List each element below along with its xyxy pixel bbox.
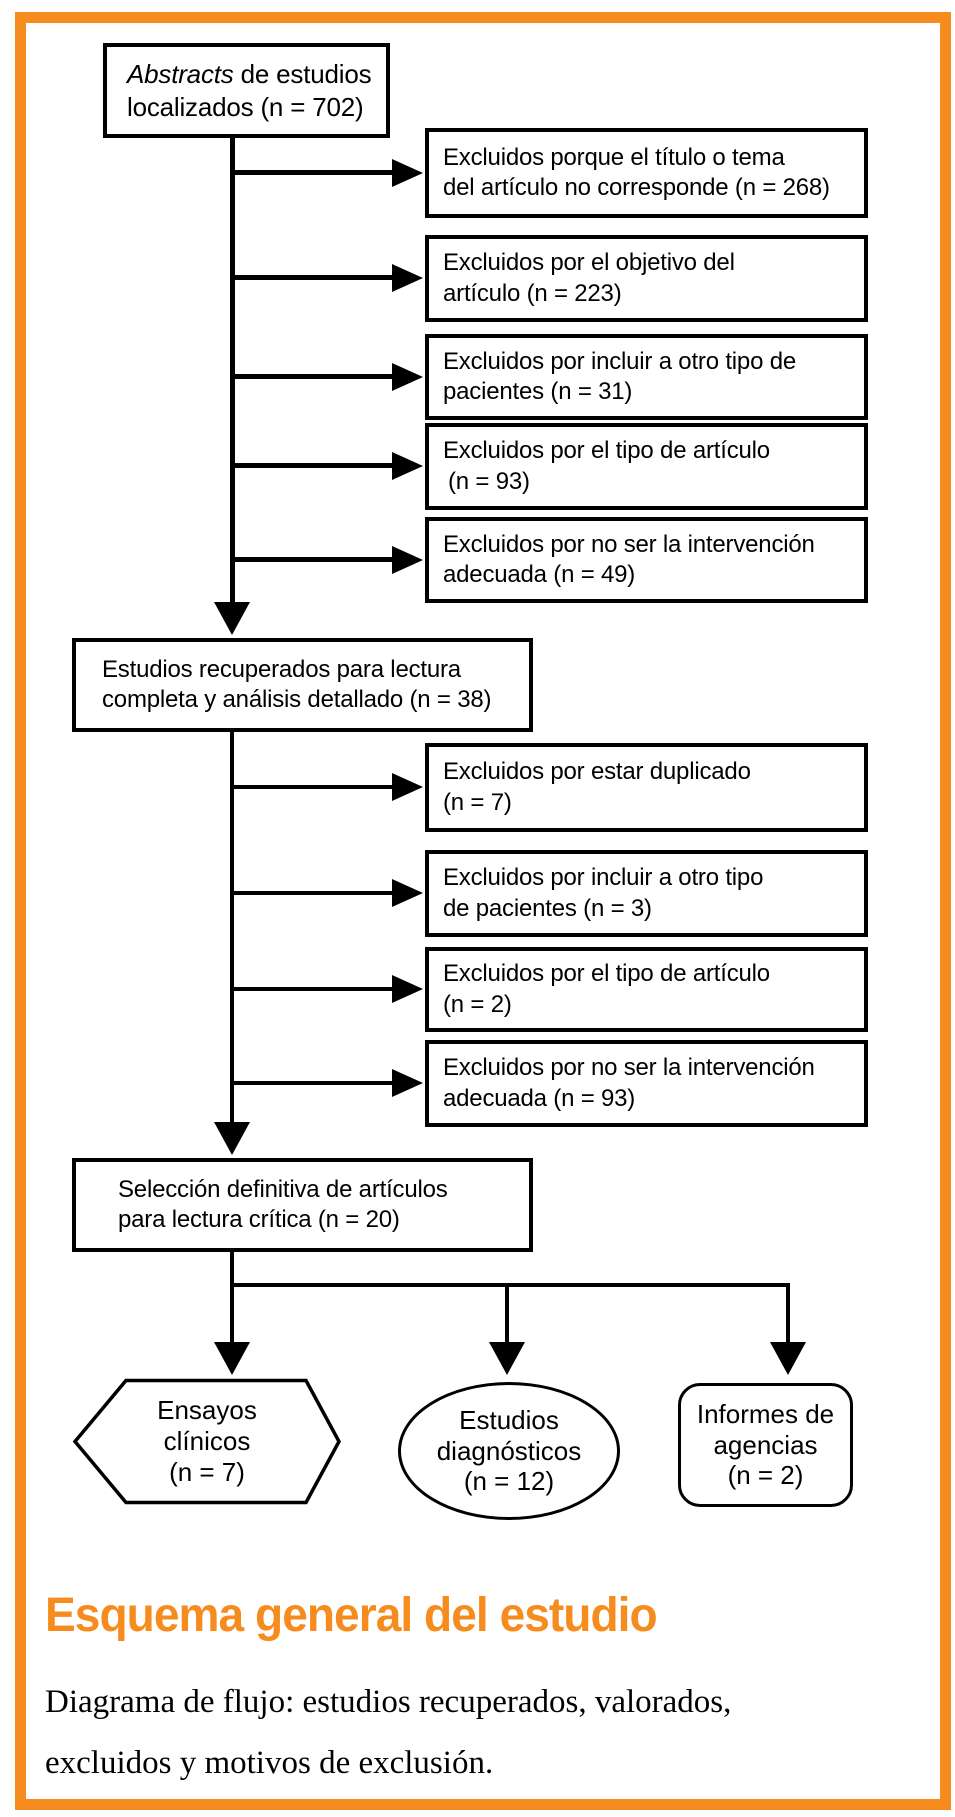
arrowhead-right — [392, 773, 423, 801]
node-text-line: Abstracts de estudios — [127, 58, 386, 91]
node-text-line: localizados (n = 702) — [127, 91, 364, 122]
node-text-line: Excluidos porque el título o tema — [443, 143, 785, 171]
arrowhead-right — [392, 879, 423, 907]
connector-horizontal — [230, 1283, 790, 1287]
arrowhead-down-2 — [214, 1122, 250, 1155]
caption-line: Diagrama de flujo: estudios recuperados,… — [45, 1684, 732, 1720]
caption-line: excluidos y motivos de exclusión. — [45, 1745, 494, 1782]
node-text-line: Excluidos por no ser la intervención — [443, 530, 815, 558]
node-text-line: Excluidos por el tipo de artículo — [443, 437, 770, 465]
node-final-selection: Selección definitiva de artículos para l… — [72, 1158, 533, 1252]
node-abstracts-located: Abstracts de estudios localizados (n = 7… — [103, 43, 390, 138]
node-text-line: completa y análisis detallado (n = 38) — [102, 686, 492, 713]
branch-line — [230, 987, 395, 991]
node-agency-reports: Informes de agencias (n = 2) — [678, 1383, 853, 1507]
node-excluded-article-type-1: Excluidos por el tipo de artículo (n = 9… — [425, 423, 868, 510]
connector-stub — [230, 1252, 234, 1287]
branch-line — [230, 170, 395, 175]
arrowhead-right — [392, 159, 423, 187]
node-excluded-patient-type-2: Excluidos por incluir a otro tipo de pac… — [425, 850, 868, 937]
node-text-line: Excluidos por el objetivo del — [443, 249, 735, 277]
node-text-line: (n = 12) — [463, 1466, 555, 1497]
node-text-line: Excluidos por el tipo de artículo — [443, 960, 770, 988]
arrowhead-right — [392, 452, 423, 480]
node-excluded-intervention-1: Excluidos por no ser la intervención ade… — [425, 517, 868, 603]
node-text-line: Selección definitiva de artículos — [118, 1175, 448, 1203]
arrowhead-right — [392, 1069, 423, 1097]
node-text-line: Informes de — [696, 1398, 835, 1429]
connector-vertical-1 — [230, 138, 235, 604]
node-text-line: para lectura crítica (n = 20) — [118, 1206, 400, 1233]
arrowhead-right — [392, 546, 423, 574]
node-text-line: (n = 7) — [169, 1456, 245, 1487]
node-excluded-objective: Excluidos por el objetivo del artículo (… — [425, 235, 868, 322]
node-text-line: (n = 2) — [727, 1460, 804, 1491]
node-text-line: de pacientes (n = 3) — [443, 894, 652, 922]
branch-line — [230, 785, 395, 789]
node-text-line: Estudios — [459, 1404, 559, 1435]
node-text-line: (n = 93) — [448, 467, 530, 495]
node-clinical-trials: Ensayos clínicos (n = 7) — [72, 1378, 342, 1505]
connector-vertical-2 — [230, 732, 234, 1122]
italic-word: Abstracts — [127, 58, 234, 89]
node-text-line: diagnósticos — [436, 1435, 582, 1466]
node-text-line: Estudios recuperados para lectura — [102, 655, 461, 683]
figure-caption: Diagrama de flujo: estudios recuperados,… — [45, 1672, 905, 1794]
node-excluded-duplicated: Excluidos por estar duplicado (n = 7) — [425, 743, 868, 832]
connector-drop-right — [786, 1283, 790, 1343]
node-text-line: (n = 7) — [443, 788, 512, 816]
node-excluded-patient-type-1: Excluidos por incluir a otro tipo de pac… — [425, 334, 868, 420]
node-text-line: (n = 2) — [443, 990, 512, 1018]
node-excluded-article-type-2: Excluidos por el tipo de artículo (n = 2… — [425, 947, 868, 1032]
orange-frame — [15, 12, 951, 1810]
connector-drop-left — [230, 1283, 234, 1343]
arrowhead-right — [392, 975, 423, 1003]
node-text-line: adecuada (n = 49) — [443, 561, 636, 588]
branch-line — [230, 374, 395, 379]
node-text-line: pacientes (n = 31) — [443, 378, 633, 405]
node-studies-retrieved: Estudios recuperados para lectura comple… — [72, 638, 533, 732]
branch-line — [230, 557, 395, 562]
branch-line — [230, 1081, 395, 1085]
hexagon-shape — [72, 1378, 341, 1505]
branch-line — [230, 463, 395, 468]
branch-line — [230, 275, 395, 280]
node-text-line: Excluidos por estar duplicado — [443, 758, 751, 786]
node-text: de estudios — [233, 58, 372, 89]
node-text-line: Excluidos por incluir a otro tipo — [443, 864, 764, 892]
node-text-line: artículo (n = 223) — [443, 279, 622, 307]
arrowhead-down-left — [214, 1342, 250, 1375]
arrowhead-down-center — [489, 1342, 525, 1375]
node-text-line: agencias — [713, 1429, 818, 1460]
node-excluded-title-topic: Excluidos porque el título o tema del ar… — [425, 128, 868, 218]
node-text-line: Ensayos — [157, 1395, 257, 1426]
node-text-line: Excluidos por no ser la intervención — [443, 1054, 815, 1082]
node-text-line: clínicos — [163, 1426, 251, 1457]
arrowhead-right — [392, 363, 423, 391]
connector-drop-center — [505, 1283, 509, 1343]
node-diagnostic-studies: Estudios diagnósticos (n = 12) — [398, 1382, 620, 1520]
node-text-line: del artículo no corresponde (n = 268) — [443, 174, 830, 201]
node-excluded-intervention-2: Excluidos por no ser la intervención ade… — [425, 1040, 868, 1127]
figure-heading: Esquema general del estudio — [45, 1589, 658, 1642]
arrowhead-right — [392, 264, 423, 292]
node-text-line: adecuada (n = 93) — [443, 1084, 636, 1112]
arrowhead-down-right — [770, 1342, 806, 1375]
node-text-line: Excluidos por incluir a otro tipo de — [443, 347, 796, 375]
arrowhead-down-1 — [214, 602, 250, 635]
branch-line — [230, 891, 395, 895]
